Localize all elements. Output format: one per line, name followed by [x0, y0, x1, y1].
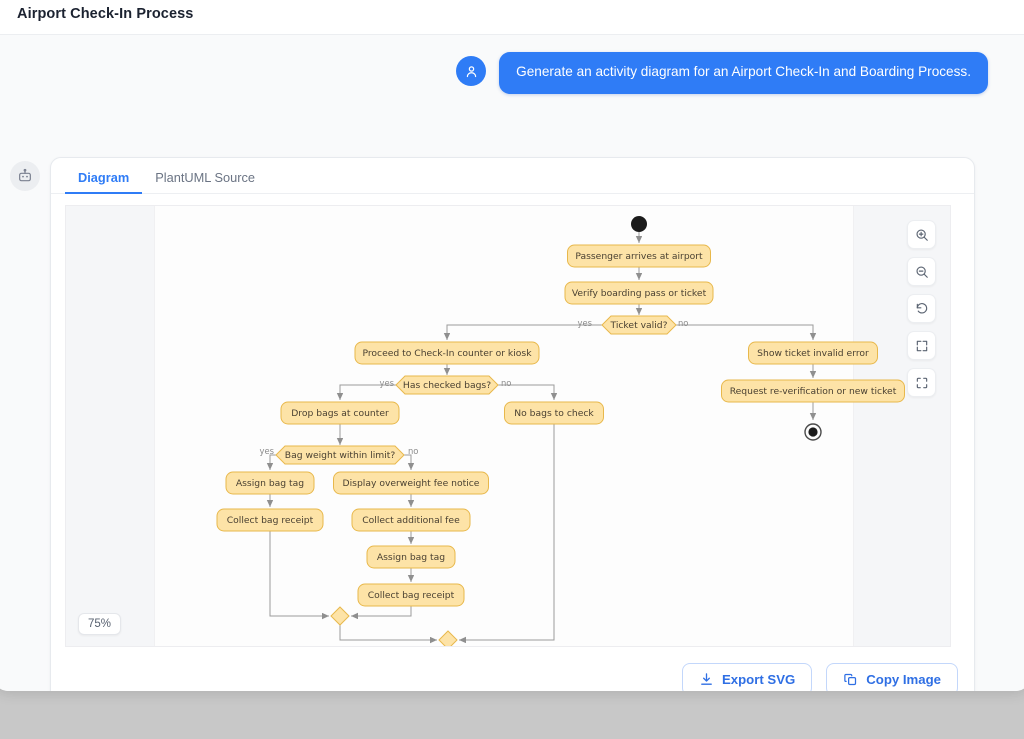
- zoom-level-badge: 75%: [78, 613, 122, 635]
- copy-icon: [844, 673, 857, 686]
- reset-icon: [916, 302, 927, 313]
- node-label: Drop bags at counter: [291, 408, 389, 419]
- copy-image-label: Copy Image: [866, 672, 941, 687]
- fullscreen-icon: [916, 377, 927, 388]
- merge-node-1: [330, 606, 350, 626]
- node-label: Request re-verification or new ticket: [730, 386, 897, 397]
- node-label: Verify boarding pass or ticket: [572, 288, 707, 299]
- diagram-paper: [154, 206, 854, 646]
- merge-node-2: [438, 630, 458, 646]
- node-label: Assign bag tag: [377, 552, 445, 563]
- node-has-checked-bags-decision: Has checked bags?: [395, 375, 499, 395]
- zoom-in-icon: [915, 228, 928, 241]
- node-label: Passenger arrives at airport: [575, 251, 703, 262]
- copy-image-button[interactable]: Copy Image: [826, 663, 958, 691]
- node-collect-additional-fee: Collect additional fee: [351, 508, 471, 532]
- diagram-result-card: Diagram PlantUML Source: [50, 157, 975, 691]
- node-collect-bag-receipt-no: Collect bag receipt: [357, 583, 465, 607]
- zoom-out-icon: [915, 265, 928, 278]
- bot-avatar: [10, 161, 40, 191]
- edge-label-bag-weight-no: no: [408, 446, 418, 456]
- node-request-reverification-or-new-ticket: Request re-verification or new ticket: [721, 379, 905, 403]
- user-prompt-bubble: Generate an activity diagram for an Airp…: [499, 52, 988, 94]
- node-label: Collect bag receipt: [227, 515, 314, 526]
- node-show-ticket-invalid-error: Show ticket invalid error: [748, 341, 878, 365]
- activity-diagram-svg: Passenger arrives at airport Verify boar…: [216, 216, 905, 646]
- diagram-nodes: Passenger arrives at airport Verify boar…: [216, 216, 905, 646]
- tab-diagram[interactable]: Diagram: [65, 170, 143, 194]
- content-area: Generate an activity diagram for an Airp…: [0, 35, 1024, 691]
- user-prompt-row: Generate an activity diagram for an Airp…: [456, 52, 988, 94]
- node-label: Ticket valid?: [610, 320, 668, 331]
- page-title: Airport Check-In Process: [17, 6, 194, 22]
- node-label: Show ticket invalid error: [757, 348, 869, 359]
- reset-button[interactable]: [907, 294, 936, 323]
- node-label: Display overweight fee notice: [343, 478, 480, 489]
- node-no-bags-to-check: No bags to check: [504, 401, 604, 425]
- end-node: [804, 423, 822, 441]
- edge-label-checked-bags-yes: yes: [380, 378, 394, 388]
- node-bag-weight-within-limit-decision: Bag weight within limit?: [275, 445, 405, 465]
- robot-icon: [19, 168, 31, 182]
- node-label: No bags to check: [514, 408, 594, 419]
- node-assign-bag-tag-no: Assign bag tag: [366, 545, 456, 569]
- edge-label-ticket-valid-no: no: [678, 318, 688, 328]
- zoom-out-button[interactable]: [907, 257, 936, 286]
- node-proceed-to-checkin-counter-or-kiosk: Proceed to Check-In counter or kiosk: [354, 341, 540, 365]
- avatar: [456, 56, 487, 86]
- node-label: Bag weight within limit?: [285, 450, 396, 461]
- canvas-toolbar: [907, 220, 936, 397]
- fullscreen-button[interactable]: [907, 368, 936, 397]
- download-icon: [701, 673, 712, 685]
- tab-bar: Diagram PlantUML Source: [51, 158, 974, 194]
- zoom-in-button[interactable]: [907, 220, 936, 249]
- export-svg-label: Export SVG: [721, 672, 796, 687]
- node-drop-bags-at-counter: Drop bags at counter: [280, 401, 400, 425]
- edge-label-checked-bags-no: no: [501, 378, 511, 388]
- node-passenger-arrives-at-airport: Passenger arrives at airport: [567, 244, 711, 268]
- node-display-overweight-fee-notice: Display overweight fee notice: [333, 471, 489, 495]
- fit-screen-button[interactable]: [907, 331, 936, 360]
- edge-label-ticket-valid-yes: yes: [578, 318, 592, 328]
- export-svg-button[interactable]: Export SVG: [681, 663, 813, 691]
- tab-plantuml-source[interactable]: PlantUML Source: [155, 170, 256, 185]
- person-icon: [466, 65, 476, 77]
- node-ticket-valid-decision: Ticket valid?: [601, 315, 677, 335]
- start-node: [631, 216, 647, 232]
- node-label: Collect additional fee: [362, 515, 460, 526]
- node-label: Collect bag receipt: [368, 590, 455, 601]
- node-label: Has checked bags?: [403, 380, 491, 391]
- node-verify-boarding-pass-or-ticket: Verify boarding pass or ticket: [564, 281, 714, 305]
- node-label: Proceed to Check-In counter or kiosk: [362, 348, 532, 359]
- diagram-canvas[interactable]: Passenger arrives at airport Verify boar…: [65, 205, 951, 647]
- node-collect-bag-receipt-yes: Collect bag receipt: [216, 508, 324, 532]
- node-label: Assign bag tag: [236, 478, 304, 489]
- app-window: Airport Check-In Process Generate an act…: [0, 0, 1024, 691]
- title-bar: Airport Check-In Process: [0, 0, 1024, 35]
- node-assign-bag-tag-yes: Assign bag tag: [225, 471, 315, 495]
- fit-screen-icon: [916, 340, 927, 351]
- card-footer: Export SVG Copy Image: [681, 663, 958, 691]
- edge-label-bag-weight-yes: yes: [260, 446, 274, 456]
